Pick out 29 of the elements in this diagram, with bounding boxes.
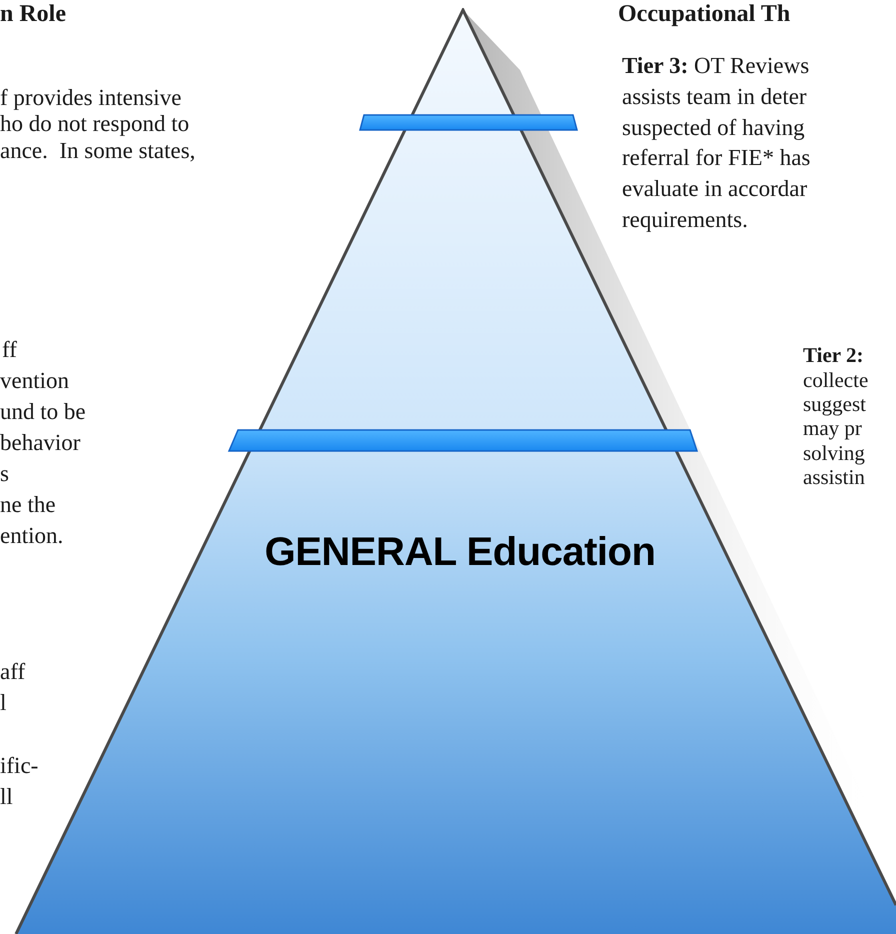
pyramid-label: GENERAL Education [264, 530, 656, 575]
paragraph-line: ff [2, 336, 17, 364]
paragraph-line: referral for FIE* has [622, 144, 810, 172]
paragraph-line: Tier 3: OT Reviews [622, 52, 810, 80]
paragraph-line: behavior [0, 429, 80, 457]
paragraph-line: f provides intensive [0, 84, 182, 112]
paragraph-line: assists team in deter [622, 83, 807, 111]
paragraph-line: evaluate in accordar [622, 175, 808, 203]
paragraph-line: ention. [0, 522, 64, 550]
paragraph-line: solving [803, 441, 865, 466]
paragraph-line: Tier 2: [803, 343, 864, 368]
paragraph-line: aff [0, 658, 26, 686]
paragraph-line: collecte [803, 368, 868, 394]
paragraph-line: und to be [0, 398, 86, 426]
paragraph-line: l [0, 689, 6, 717]
paragraph-line: ll [0, 783, 13, 811]
paragraph-line: ance. In some states, [0, 137, 196, 165]
paragraph-line: vention [0, 367, 69, 395]
heading: Occupational Th [618, 0, 790, 29]
paragraph-line: s [0, 460, 9, 488]
paragraph-line: suggest [803, 392, 866, 418]
heading: n Role [0, 0, 66, 29]
paragraph-line: ific- [0, 752, 38, 780]
paragraph-line: may pr [803, 416, 862, 442]
paragraph-line: ho do not respond to [0, 110, 190, 138]
paragraph-line: ne the [0, 491, 56, 519]
paragraph-line: requirements. [622, 206, 748, 234]
paragraph-line: assistin [803, 465, 865, 490]
paragraph-line: suspected of having [622, 114, 805, 142]
